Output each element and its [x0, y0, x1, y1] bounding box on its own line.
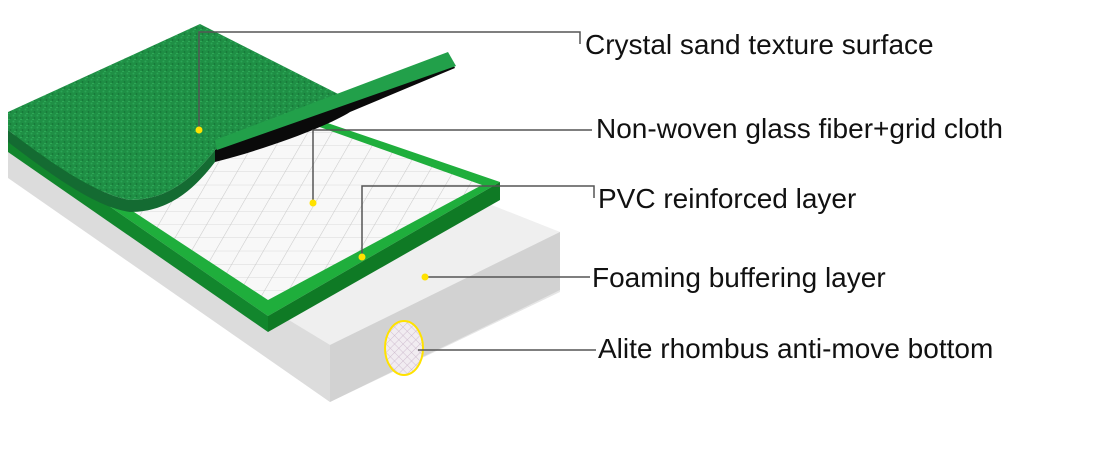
marker-dot-3: [358, 253, 366, 261]
leader-lines: [198, 31, 596, 351]
crystal-sand-surface-layer: [8, 24, 456, 212]
label-rhombus-bottom: Alite rhombus anti-move bottom: [598, 333, 993, 364]
label-pvc-reinforced: PVC reinforced layer: [598, 183, 856, 214]
leader-line-2: [312, 129, 592, 203]
marker-dots: [195, 126, 429, 281]
rhombus-detail-circle: [384, 320, 424, 376]
marker-dot-2: [309, 199, 317, 207]
marker-dot-4: [421, 273, 429, 281]
label-foaming-buffering: Foaming buffering layer: [592, 262, 886, 293]
leader-line-1: [198, 31, 581, 130]
label-crystal-sand-surface: Crystal sand texture surface: [585, 29, 934, 60]
label-grid-cloth: Non-woven glass fiber+grid cloth: [596, 113, 1003, 144]
leader-line-3: [361, 185, 595, 257]
marker-dot-1: [195, 126, 203, 134]
